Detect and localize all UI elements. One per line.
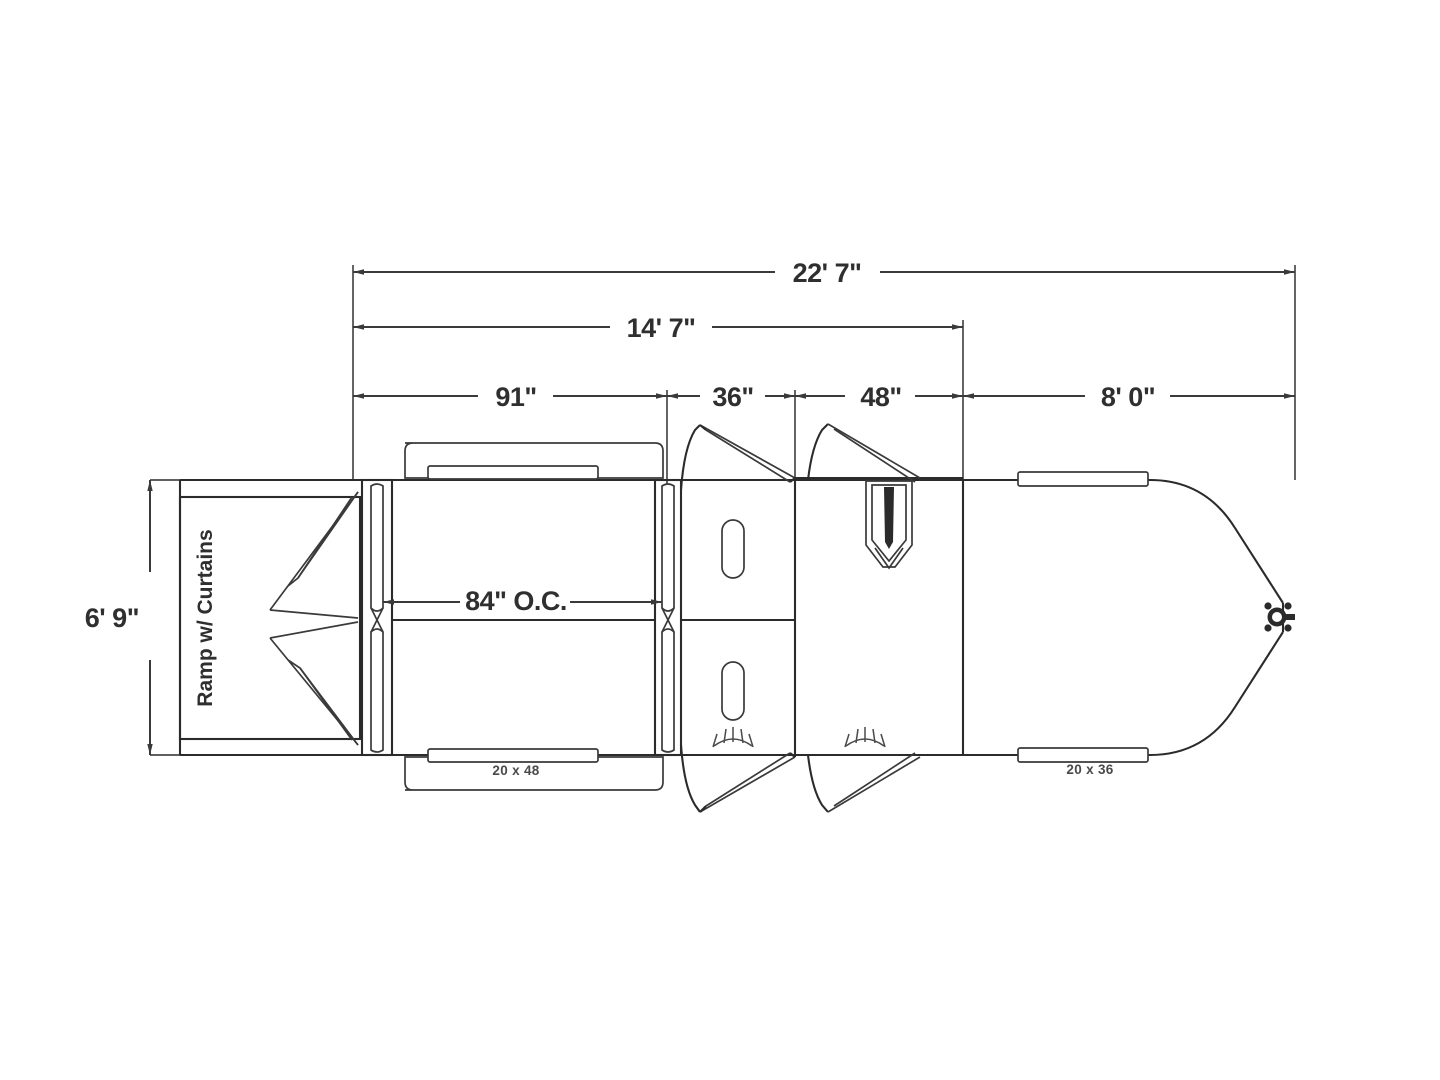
gooseneck-hitch-icon [1264, 602, 1295, 632]
stall-area: 84" O.C. 20 x 48 [383, 442, 683, 791]
dimension-width: 6' 9" [85, 479, 365, 756]
dimension-label-mid: 36" [712, 382, 753, 412]
dimension-label-width: 6' 9" [85, 603, 139, 633]
dimension-label-tack: 48" [860, 382, 901, 412]
dimension-label-stall: 91" [495, 382, 536, 412]
window-label-front: 20 x 36 [1066, 762, 1113, 777]
tack-section [795, 423, 965, 813]
dimension-overall-length: 22' 7" [353, 258, 1295, 288]
window-label-rear: 20 x 48 [492, 763, 539, 778]
dimension-box-length: 14' 7" [353, 313, 963, 343]
escape-hatch-detail [865, 480, 913, 570]
trailer-body-outline [180, 478, 1285, 757]
gooseneck-section: 20 x 36 [1017, 471, 1295, 777]
dimension-label-box: 14' 7" [627, 313, 696, 343]
ramp-label: Ramp w/ Curtains [194, 529, 217, 706]
vent-fan-icon-left [712, 727, 754, 748]
dimension-stall-oc: 84" O.C. [383, 586, 662, 616]
dimension-extension-lines [352, 265, 1296, 490]
dimension-label-gooseneck: 8' 0" [1101, 382, 1155, 412]
dimension-chain: 91" 36" 48" 8' 0" [353, 382, 1295, 412]
vent-fan-icon-right [844, 727, 886, 748]
dimension-label-oc: 84" O.C. [465, 586, 567, 616]
dimension-label-overall: 22' 7" [793, 258, 862, 288]
escape-door-section-mid [679, 424, 797, 813]
ramp-door-assembly [178, 480, 362, 755]
rear-door-posts [360, 478, 394, 757]
